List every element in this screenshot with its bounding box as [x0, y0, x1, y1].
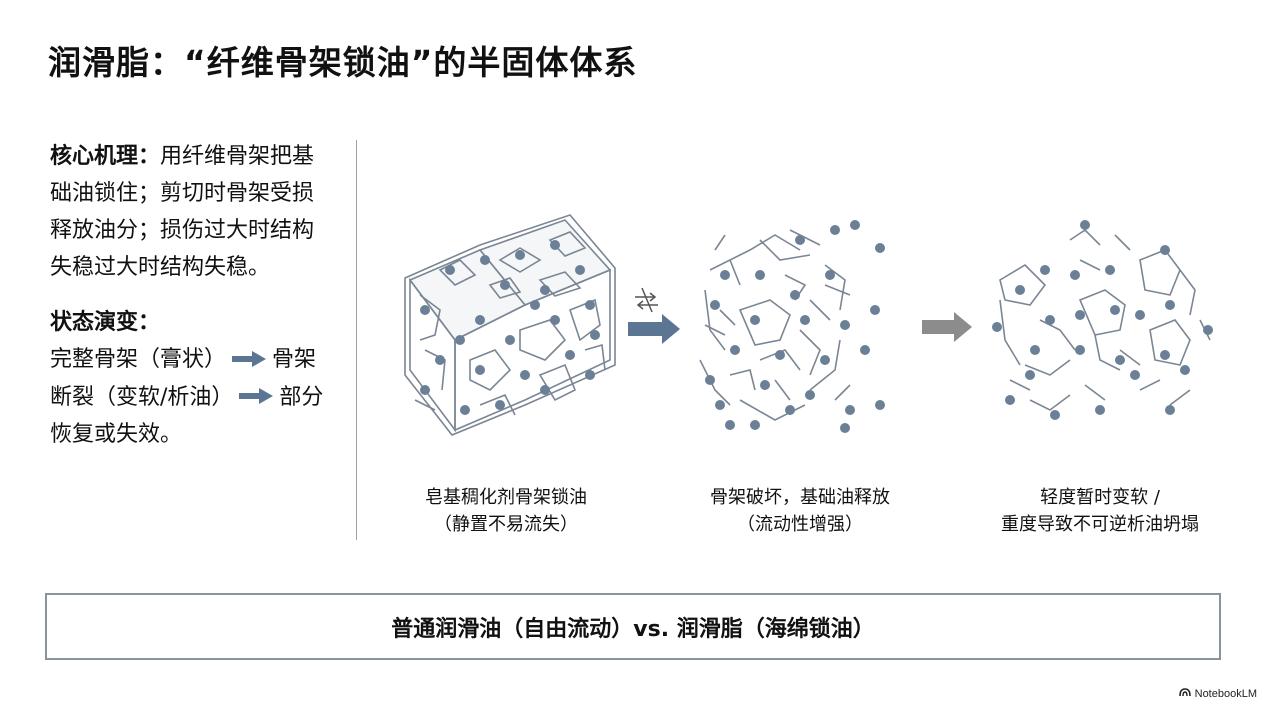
evolution-paragraph: 状态演变： 完整骨架（膏状）骨架断裂（变软/析油）部分恢复或失效。 — [50, 304, 330, 453]
page-title: 润滑脂：“纤维骨架锁油”的半固体体系 — [48, 43, 638, 82]
collapsed-fiber-network — [999, 228, 1211, 411]
right-arrow-icon — [232, 342, 267, 379]
oil-droplets-separated — [992, 220, 1213, 420]
broken-fiber-network — [699, 229, 851, 421]
right-arrow-icon — [922, 312, 972, 342]
stage-caption-2: 骨架破坏，基础油释放 （流动性增强） — [690, 484, 910, 538]
mechanism-label: 核心机理： — [50, 144, 161, 169]
brand-watermark: NotebookLM — [1178, 687, 1257, 700]
stage-caption-1-line1: 皂基稠化剂骨架锁油 — [425, 487, 587, 508]
right-arrow-icon — [628, 314, 680, 344]
evolution-step-2: 骨架断裂（变软/析油） — [50, 347, 317, 410]
mechanism-paragraph: 核心机理：用纤维骨架把基础油锁住；剪切时骨架受损释放油分；损伤过大时结构失稳过大… — [50, 138, 330, 286]
evolution-step-3: 部分恢复或失效。 — [50, 384, 324, 448]
stage-caption-2-line1: 骨架破坏，基础油释放 — [710, 487, 890, 508]
evolution-step-1: 完整骨架（膏状） — [50, 347, 227, 372]
stage-caption-3-line2: 重度导致不可逆析油坍塌 — [1001, 514, 1199, 535]
stage-caption-3-line1: 轻度暂时变软 / — [1040, 487, 1160, 508]
brand-label: NotebookLM — [1194, 687, 1257, 700]
comparison-text: 普通润滑油（自由流动）vs. 润滑脂（海绵锁油） — [391, 616, 875, 642]
stage-caption-1: 皂基稠化剂骨架锁油 （静置不易流失） — [400, 484, 612, 538]
mechanism-text: 用纤维骨架把基础油锁住；剪切时骨架受损释放油分；损伤过大时结构失稳过大时结构失稳… — [50, 144, 315, 280]
stage-caption-2-line2: （流动性增强） — [737, 514, 863, 535]
stage-caption-3: 轻度暂时变软 / 重度导致不可逆析油坍塌 — [980, 484, 1220, 538]
evolution-label: 状态演变： — [50, 310, 161, 335]
right-arrow-icon — [239, 379, 274, 416]
oil-droplets-intact — [420, 240, 600, 415]
explanation-panel: 核心机理：用纤维骨架把基础油锁住；剪切时骨架受损释放油分；损伤过大时结构失稳过大… — [50, 138, 330, 471]
stage-caption-1-line2: （静置不易流失） — [434, 514, 578, 535]
column-divider — [356, 140, 357, 540]
shear-icon — [635, 287, 658, 313]
comparison-box: 普通润滑油（自由流动）vs. 润滑脂（海绵锁油） — [45, 593, 1221, 660]
intact-fiber-cube — [404, 214, 616, 436]
grease-structure-diagram — [404, 214, 1213, 436]
notebooklm-logo-icon — [1178, 687, 1191, 700]
oil-droplets-released — [705, 220, 885, 433]
